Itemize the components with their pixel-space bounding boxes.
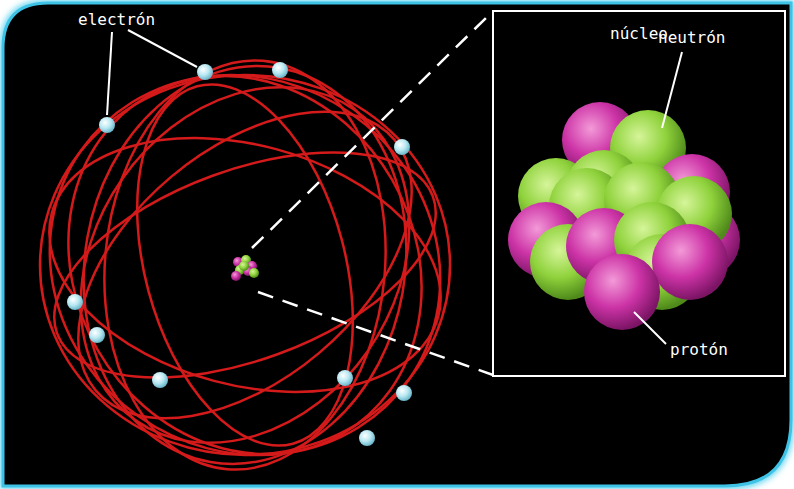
electron-dot [337,370,353,386]
orbit [0,11,489,489]
orbit [22,52,469,479]
inset-box: núcleo [492,10,786,377]
orbit [0,0,515,489]
electron-dot [396,385,412,401]
electron-dot [89,327,105,343]
electron-dot [99,117,115,133]
proton-sphere [584,254,660,330]
small-nucleus-particle [239,261,249,271]
leader-line [634,312,666,344]
electron-dot [394,139,410,155]
electron-dot [197,64,213,80]
electron-dot [272,62,288,78]
zoom-line [252,11,493,248]
electron-dot [152,372,168,388]
zoom-line [258,292,493,375]
small-nucleus-particle [249,268,259,278]
orbit [53,40,438,489]
orbit [21,97,469,432]
panel-glow [3,3,791,486]
proton-sphere [652,224,728,300]
electron-dot [67,294,83,310]
neutron-label: neutrón [658,28,725,48]
orbit [13,23,477,489]
orbit [88,49,403,482]
leader-line [128,30,197,67]
inset-title: núcleo [494,12,784,44]
electron-label: electrón [78,10,155,30]
leader-line [107,32,112,115]
leader-line [662,52,682,128]
electron-dot [359,430,375,446]
proton-label: protón [670,340,728,360]
background-panel [3,3,791,486]
small-nucleus-particle [231,271,241,281]
